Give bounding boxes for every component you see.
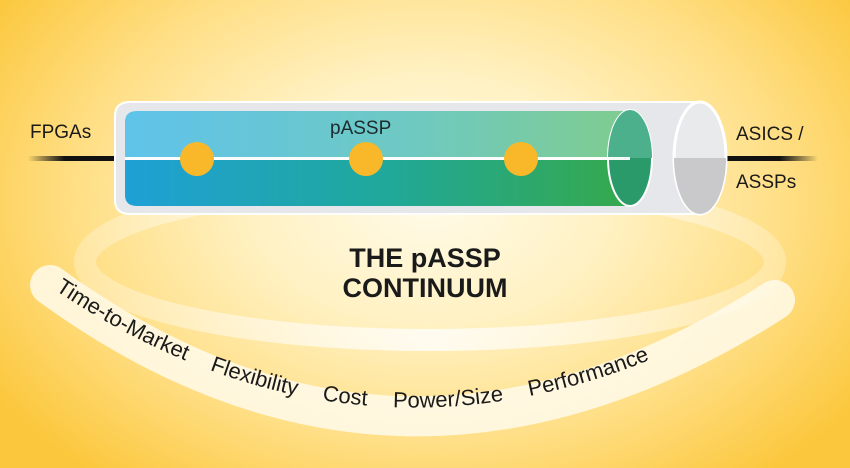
tube-end-face-shadow	[674, 158, 726, 214]
tube-inner-bottom	[125, 160, 630, 206]
diagram-title: THE pASSP CONTINUUM	[250, 243, 600, 303]
passp-tube-label: pASSP	[330, 118, 392, 139]
continuum-dot	[504, 142, 538, 176]
attribute-label: Cost	[321, 380, 368, 410]
continuum-dot	[180, 142, 214, 176]
outer-ring-band	[30, 265, 795, 437]
continuum-dot	[349, 142, 383, 176]
attribute-label: Power/Size	[393, 381, 505, 413]
asics-label: ASICS /	[736, 124, 804, 145]
right-connector-line	[722, 156, 818, 161]
tube-inner-cap-highlight	[608, 110, 652, 158]
fpgas-label: FPGAs	[30, 122, 92, 143]
assps-label: ASSPs	[736, 172, 797, 193]
tube-inner-top	[125, 111, 630, 158]
title-line-1: THE pASSP	[349, 243, 501, 273]
title-line-2: CONTINUUM	[342, 273, 508, 303]
dots-group	[180, 142, 538, 176]
left-connector-line	[28, 156, 120, 161]
